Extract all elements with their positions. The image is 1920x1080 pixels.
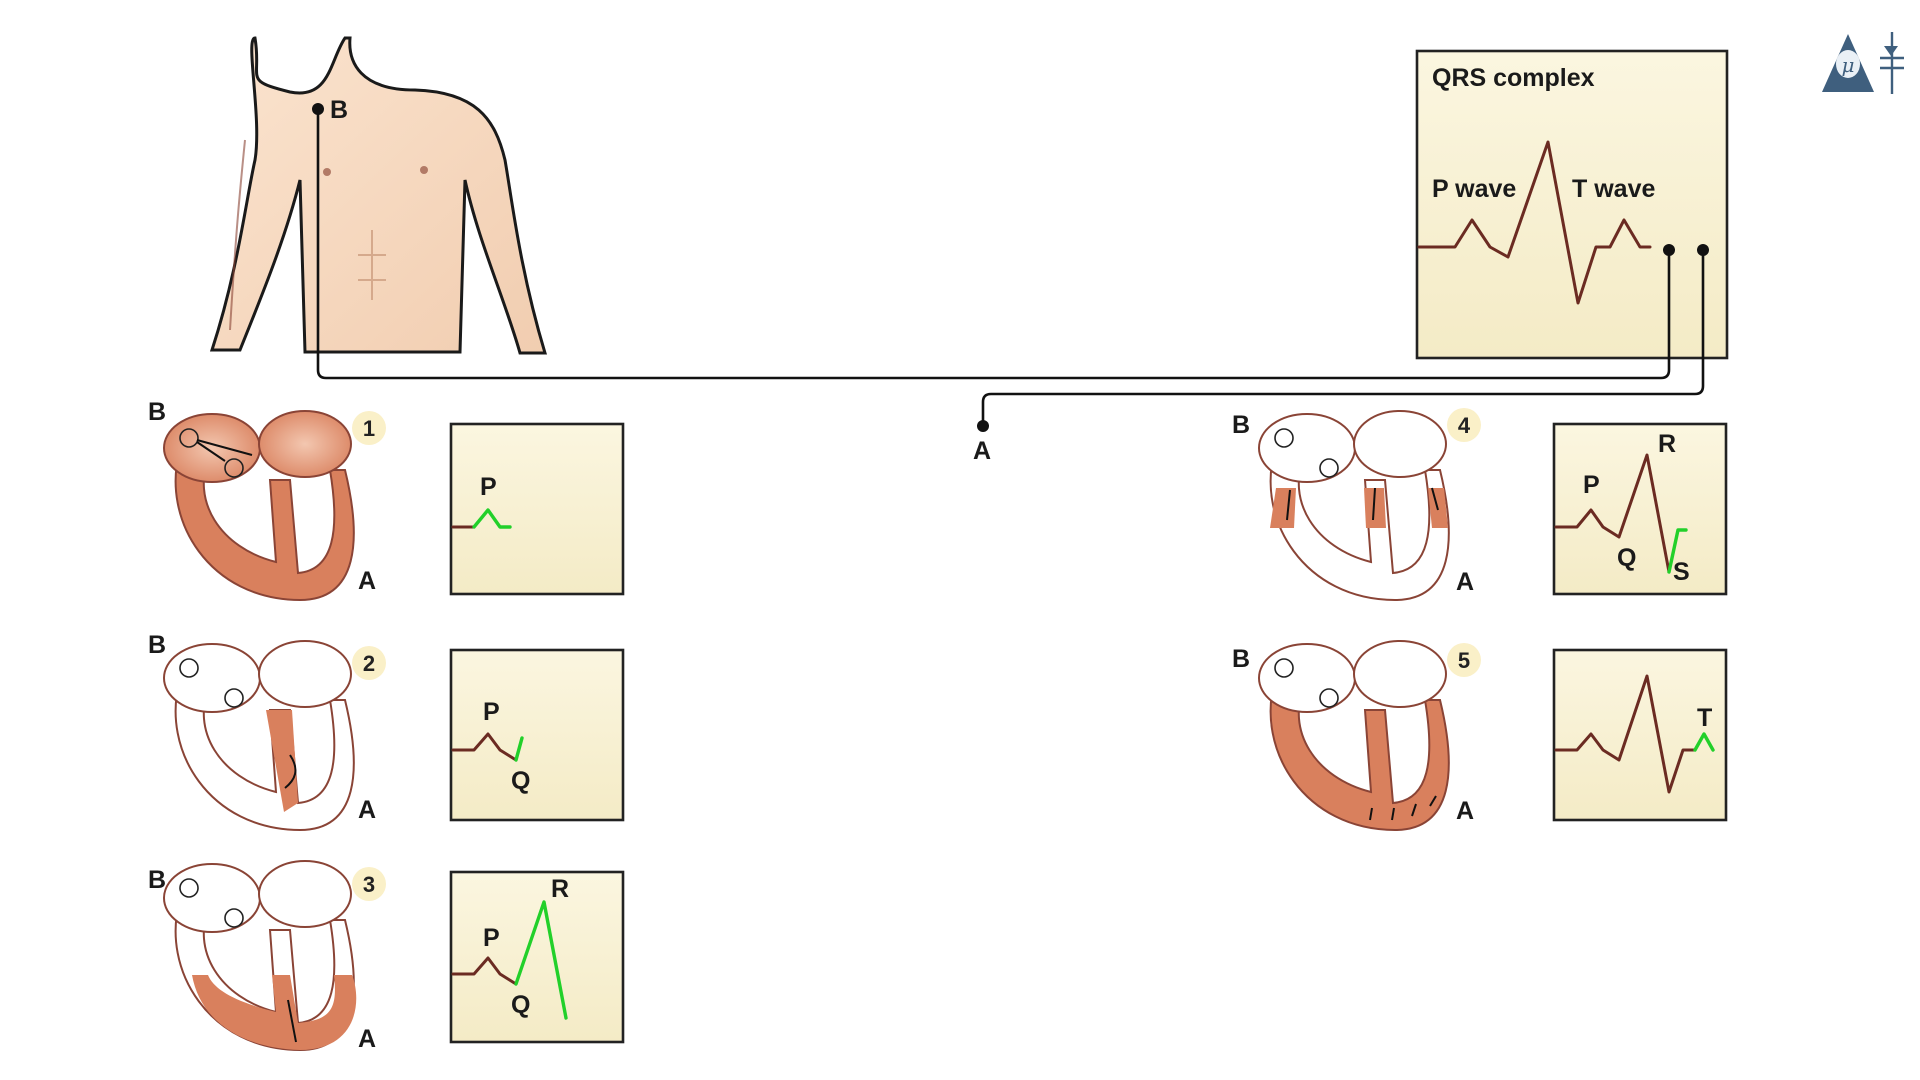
panel-terminal-2 [1697,244,1709,256]
step-1-label-a: A [358,567,376,595]
torso-body [209,36,548,355]
electrode-a-label: A [973,437,991,465]
step-4-p-label: P [1583,471,1600,499]
step-5-number: 5 [1458,648,1470,673]
torso-illustration [209,36,548,355]
step-4: B A 4 P Q R S [1232,408,1728,602]
step-2-label-a: A [358,796,376,824]
heart-3 [163,860,357,1052]
electrode-b-dot [312,103,324,115]
electrode-a-dot [977,420,989,432]
step-3: B A 3 P Q R [148,860,625,1053]
step-2-strip [449,648,625,822]
step-4-q-label: Q [1617,544,1636,572]
wire-b [316,108,1671,380]
step-3-label-b: B [148,866,166,894]
step-4-label-b: B [1232,411,1250,439]
wire-a [981,250,1705,425]
step-5-strip [1552,648,1728,822]
step-2-label-b: B [148,631,166,659]
heart-4 [1258,410,1450,602]
step-2: B A 2 P Q [148,631,625,832]
step-2-p-label: P [483,698,500,726]
p-wave-label: P wave [1432,175,1516,203]
step-5-label-a: A [1456,797,1474,825]
step-1-label-b: B [148,398,166,426]
step-3-label-a: A [358,1025,376,1053]
qrs-panel-title: QRS complex [1432,64,1595,92]
step-2-q-label: Q [511,767,530,795]
electrode-b-label: B [330,96,348,124]
step-3-q-label: Q [511,991,530,1019]
t-wave-label: T wave [1572,175,1655,203]
brand-logo-icon: μ [1822,32,1904,94]
panel-terminal-1 [1663,244,1675,256]
step-5-label-b: B [1232,645,1250,673]
step-3-number: 3 [363,872,375,897]
step-5-t-label: T [1697,704,1712,732]
qrs-trace [1417,140,1652,305]
heart-1 [163,410,355,602]
step-1-strip [449,422,625,596]
step-4-strip [1552,422,1728,596]
heart-2 [163,640,355,832]
step-4-s-label: S [1673,558,1690,586]
qrs-complex-panel: QRS complex P wave T wave [1415,49,1729,360]
step-3-p-label: P [483,924,500,952]
heart-5 [1258,640,1450,832]
step-4-r-label: R [1658,430,1676,458]
step-1: B A 1 P [148,398,625,602]
step-2-number: 2 [363,651,375,676]
electrode-wires [312,103,1709,432]
step-5: B A 5 T [1232,640,1728,832]
step-3-strip [449,870,625,1044]
step-3-r-label: R [551,875,569,903]
svg-text:μ: μ [1842,53,1855,77]
step-4-number: 4 [1458,413,1471,438]
step-4-label-a: A [1456,568,1474,596]
step-1-p-label: P [480,473,497,501]
step-1-number: 1 [363,416,375,441]
